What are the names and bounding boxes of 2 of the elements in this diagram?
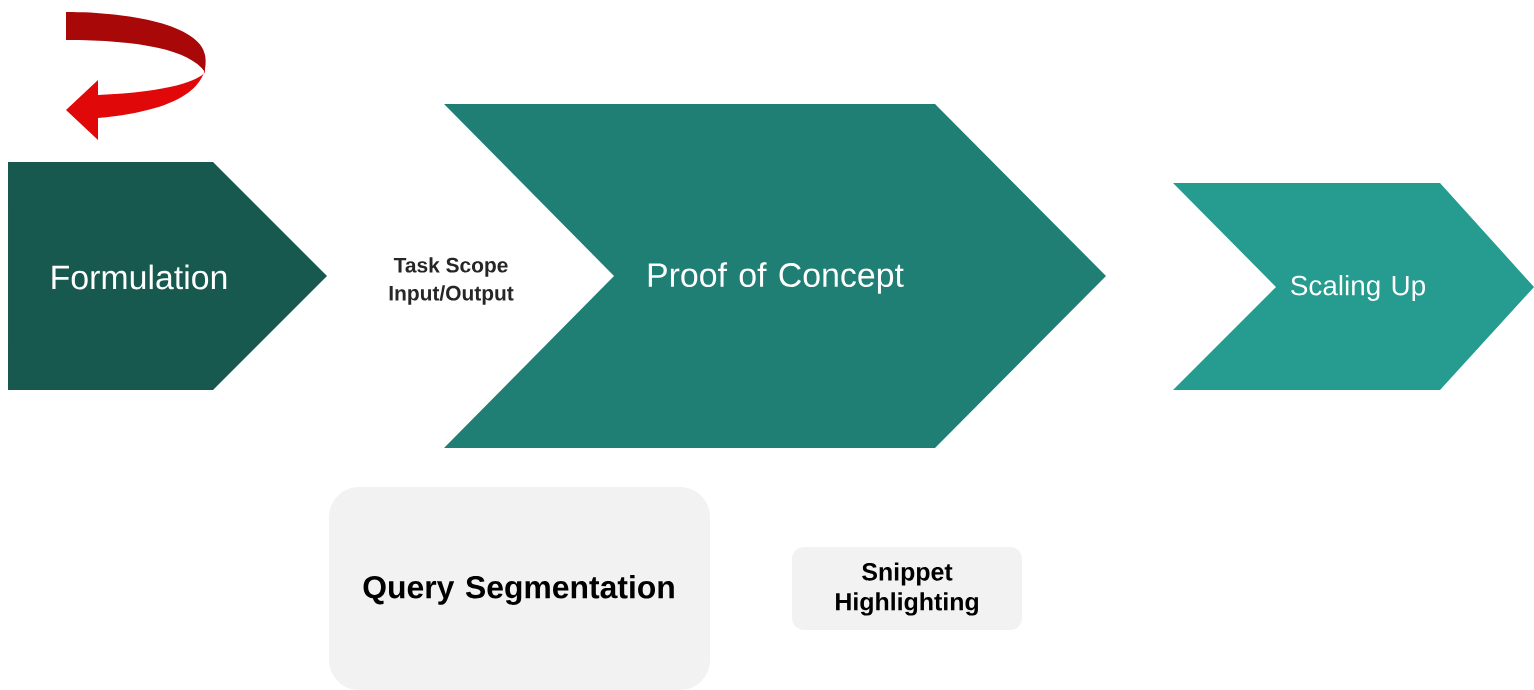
rounded-box: Snippet Highlighting [792,547,1022,630]
rounded-box: Query Segmentation [329,487,710,690]
